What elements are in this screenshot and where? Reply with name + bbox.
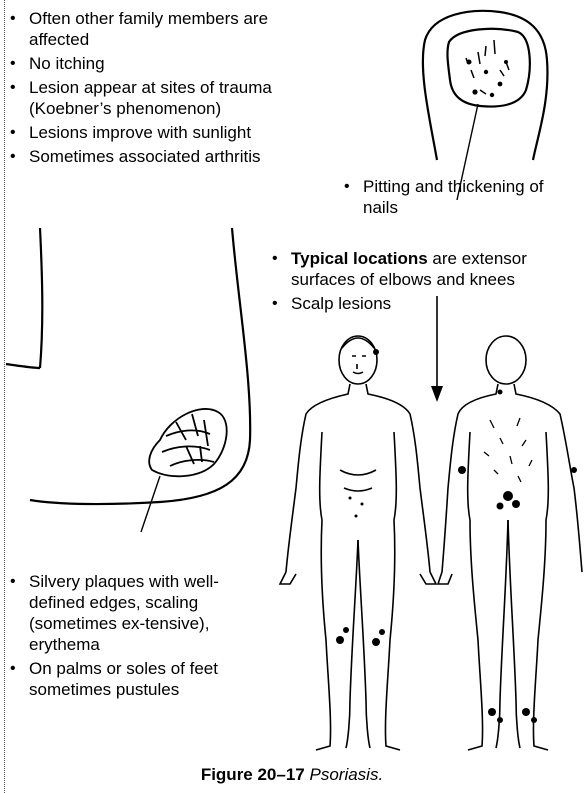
- feature-koebner: Lesion appear at sites of trauma (Koebne…: [8, 77, 348, 119]
- plaque-notes: Silvery plaques with well-defined edges,…: [8, 571, 268, 700]
- feature-arthritis: Sometimes associated arthritis: [8, 146, 348, 167]
- thumbnail-drawing: [423, 11, 548, 200]
- feature-sunlight: Lesions improve with sunlight: [8, 122, 348, 143]
- scalp-item: Scalp lesions: [270, 293, 584, 314]
- nail-note: Pitting and thickening of nails: [342, 176, 572, 218]
- feature-family: Often other family members are affected: [8, 8, 348, 50]
- page-margin-line: [4, 0, 5, 793]
- back-body-figure: [438, 336, 582, 750]
- feature-itching: No itching: [8, 53, 348, 74]
- features-list: Often other family members are affected …: [8, 8, 348, 167]
- figure-label: Figure 20–17: [201, 765, 305, 784]
- plaque-silvery: Silvery plaques with well-defined edges,…: [8, 571, 268, 655]
- locations-list: Typical locations are extensor surfaces …: [270, 248, 584, 314]
- locations-item: Typical locations are extensor surfaces …: [270, 248, 584, 290]
- nail-note-item: Pitting and thickening of nails: [342, 176, 572, 218]
- front-body-figure: [280, 336, 436, 750]
- figure-caption: Figure 20–17 Psoriasis.: [0, 765, 584, 785]
- elbow-drawing: [6, 228, 250, 532]
- locations-lead: Typical locations: [291, 249, 428, 268]
- figure-title: Psoriasis.: [310, 765, 384, 784]
- plaque-pustules: On palms or soles of feet sometimes pust…: [8, 658, 268, 700]
